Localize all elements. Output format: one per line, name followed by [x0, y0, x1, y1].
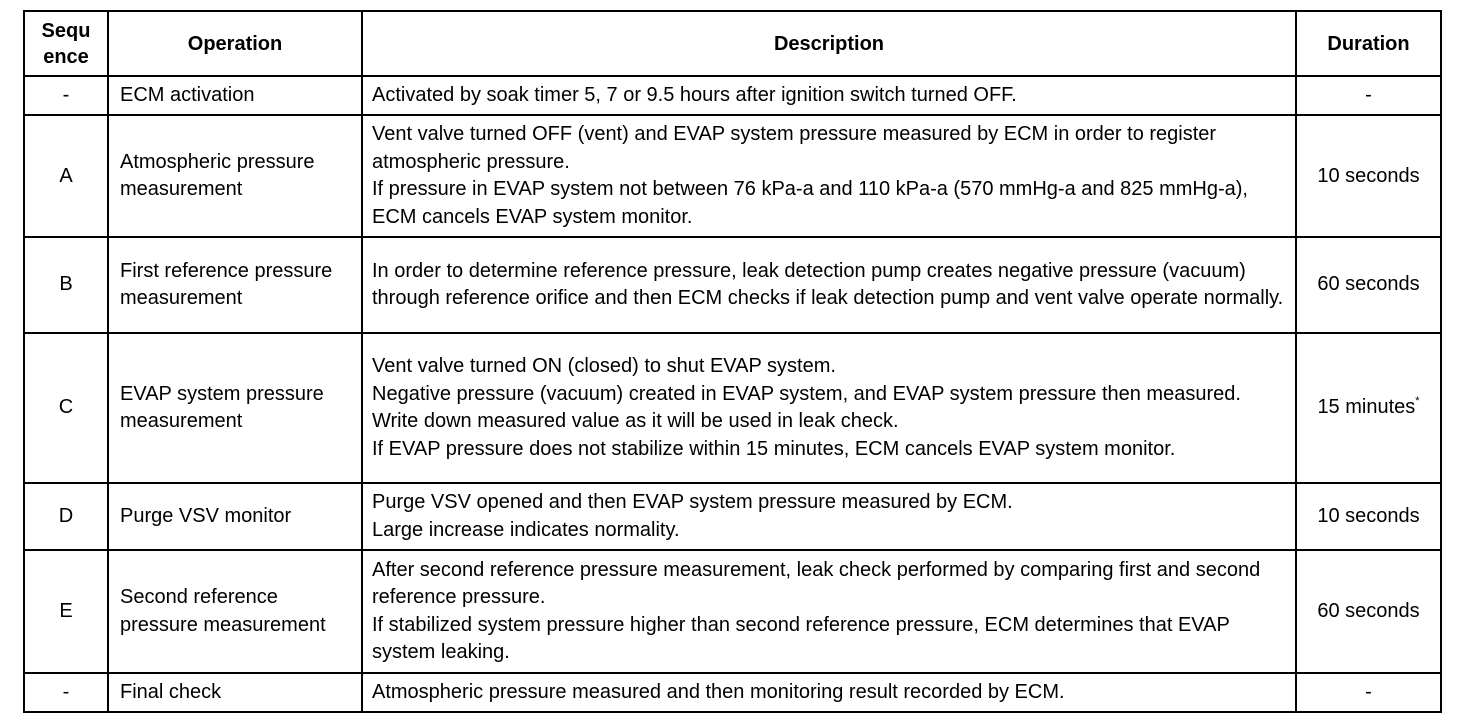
table-header-row: Sequence Operation Description Duration	[23, 10, 1442, 77]
header-description-label: Description	[773, 32, 885, 55]
cell-sequence: E	[23, 549, 109, 674]
table-row: C EVAP system pressure measurement Vent …	[23, 331, 1442, 485]
cell-operation: Atmospheric pressure measurement	[107, 114, 363, 239]
cell-operation: Purge VSV monitor	[107, 482, 363, 552]
cell-description: Vent valve turned OFF (vent) and EVAP sy…	[361, 114, 1297, 239]
table-row: E Second reference pressure measurement …	[23, 549, 1442, 674]
cell-duration: -	[1295, 671, 1442, 714]
cell-sequence: A	[23, 114, 109, 239]
cell-operation: ECM activation	[107, 74, 363, 117]
header-sequence: Sequence	[23, 10, 109, 77]
header-operation-label: Operation	[187, 32, 283, 55]
description-line: Large increase indicates normality.	[372, 518, 680, 541]
table-row: B First reference pressure measurement I…	[23, 236, 1442, 334]
cell-sequence: C	[23, 331, 109, 485]
header-description: Description	[361, 10, 1297, 77]
cell-description: Activated by soak timer 5, 7 or 9.5 hour…	[361, 74, 1297, 117]
cell-sequence: -	[23, 74, 109, 117]
cell-operation: First reference pressure measurement	[107, 236, 363, 334]
cell-sequence: -	[23, 671, 109, 714]
table-row: - ECM activation Activated by soak timer…	[23, 74, 1442, 117]
table-row: - Final check Atmospheric pressure measu…	[23, 671, 1442, 714]
cell-duration: 15 minutes*	[1295, 331, 1442, 485]
evap-monitor-table: Sequence Operation Description Duration …	[23, 10, 1442, 714]
description-line: If EVAP pressure does not stabilize with…	[372, 437, 1176, 460]
cell-sequence: D	[23, 482, 109, 552]
cell-operation: Final check	[107, 671, 363, 714]
description-line: Purge VSV opened and then EVAP system pr…	[372, 491, 1013, 514]
cell-description: In order to determine reference pressure…	[361, 236, 1297, 334]
table-row: A Atmospheric pressure measurement Vent …	[23, 114, 1442, 239]
cell-duration: 60 seconds	[1295, 236, 1442, 334]
cell-description: Atmospheric pressure measured and then m…	[361, 671, 1297, 714]
description-line: Atmospheric pressure measured and then m…	[372, 680, 1065, 703]
description-line: If stabilized system pressure higher tha…	[372, 613, 1230, 664]
description-line: Vent valve turned ON (closed) to shut EV…	[372, 355, 836, 378]
cell-description: After second reference pressure measurem…	[361, 549, 1297, 674]
cell-duration: 60 seconds	[1295, 549, 1442, 674]
footnote-marker: *	[1415, 395, 1420, 408]
cell-duration: 10 seconds	[1295, 114, 1442, 239]
cell-description: Purge VSV opened and then EVAP system pr…	[361, 482, 1297, 552]
table-row: D Purge VSV monitor Purge VSV opened and…	[23, 482, 1442, 552]
header-duration-label: Duration	[1327, 32, 1410, 55]
description-line: Write down measured value as it will be …	[372, 410, 899, 433]
cell-duration: 10 seconds	[1295, 482, 1442, 552]
header-duration: Duration	[1295, 10, 1442, 77]
cell-operation: EVAP system pressure measurement	[107, 331, 363, 485]
cell-sequence: B	[23, 236, 109, 334]
cell-duration: -	[1295, 74, 1442, 117]
description-line: In order to determine reference pressure…	[372, 259, 1284, 310]
description-line: If pressure in EVAP system not between 7…	[372, 178, 1248, 228]
cell-operation: Second reference pressure measurement	[107, 549, 363, 674]
header-operation: Operation	[107, 10, 363, 77]
duration-value: 15 minutes	[1317, 396, 1416, 419]
description-line: Vent valve turned OFF (vent) and EVAP sy…	[372, 123, 1217, 173]
description-line: Negative pressure (vacuum) created in EV…	[372, 382, 1241, 405]
cell-description: Vent valve turned ON (closed) to shut EV…	[361, 331, 1297, 485]
description-line: After second reference pressure measurem…	[372, 558, 1261, 609]
header-sequence-label: Sequence	[41, 19, 91, 68]
description-line: Activated by soak timer 5, 7 or 9.5 hour…	[372, 83, 1017, 106]
